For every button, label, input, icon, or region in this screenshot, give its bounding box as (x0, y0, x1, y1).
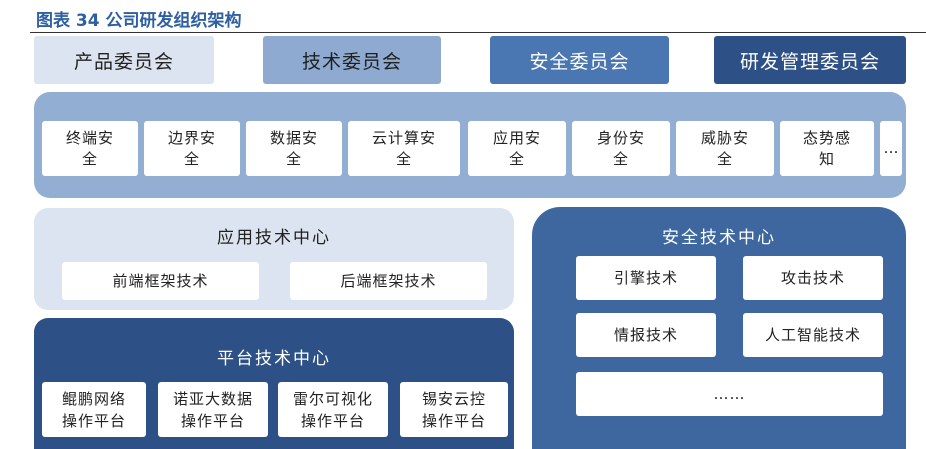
security-committee: 安全委员会 (490, 36, 669, 84)
frontend-framework-box: 前端框架技术 (62, 262, 259, 300)
platform-label: 操作平台 (61, 411, 126, 430)
security-domain-label: 数据安 (269, 128, 318, 147)
engine-tech-box: 引擎技术 (576, 256, 716, 300)
technology-committee: 技术委员会 (263, 36, 441, 84)
figure-caption: 图表 34 公司研发组织架构 (36, 11, 242, 31)
platform-label: 雷尔可视化 (292, 389, 373, 408)
security-tech-center-title: 安全技术中心 (662, 228, 776, 248)
platform-label: 锡安云控 (421, 389, 486, 408)
security-domain-box: 数据安全 (246, 121, 342, 176)
platform-label: 操作平台 (421, 411, 486, 430)
platform-tech-center-title: 平台技术中心 (217, 349, 331, 369)
caption-rule (30, 32, 926, 33)
platform-label: 操作平台 (180, 411, 245, 430)
security-domain-box: 威胁安全 (676, 121, 774, 176)
security-domain-label: 全 (285, 149, 302, 168)
platform-label: 诺亚大数据 (172, 389, 253, 408)
security-domain-label: 全 (183, 149, 200, 168)
security-domain-box: 态势感知 (780, 121, 874, 176)
security-domain-label: 边界安 (167, 128, 216, 147)
security-domain-label: 云计算安 (371, 128, 436, 147)
security-domain-label: 全 (716, 149, 733, 168)
application-tech-center-title: 应用技术中心 (217, 228, 331, 248)
platform-box: 鲲鹏网络操作平台 (42, 382, 146, 437)
security-domain-label: 身份安 (596, 128, 645, 147)
backend-framework-box: 后端框架技术 (290, 262, 487, 300)
security-domain-label: 应用安 (492, 128, 541, 147)
security-domain-box: 应用安全 (468, 121, 566, 176)
intelligence-tech-box: 情报技术 (576, 313, 716, 357)
security-domain-label: 终端安 (65, 128, 114, 147)
platform-box: 锡安云控操作平台 (400, 382, 508, 437)
security-domain-label: 全 (81, 149, 98, 168)
rd-management-committee: 研发管理委员会 (714, 36, 906, 84)
security-domain-box: 身份安全 (572, 121, 670, 176)
security-domain-box: 终端安全 (42, 121, 138, 176)
security-domain-label: 威胁安 (700, 128, 749, 147)
platform-label: 操作平台 (300, 411, 365, 430)
platform-box: 诺亚大数据操作平台 (158, 382, 268, 437)
security-domain-label: 全 (612, 149, 629, 168)
platform-label: 鲲鹏网络 (61, 389, 126, 408)
security-domain-label: 全 (508, 149, 525, 168)
more-ellipsis: … (883, 139, 899, 157)
security-domain-label: 全 (395, 149, 412, 168)
security-domain-label: 态势感 (802, 128, 851, 147)
platform-box: 雷尔可视化操作平台 (278, 382, 388, 437)
security-domain-box: 云计算安全 (348, 121, 460, 176)
ai-tech-box: 人工智能技术 (743, 313, 883, 357)
more-security-tech-box: …… (576, 372, 883, 416)
security-domain-label: 知 (818, 149, 835, 168)
attack-tech-box: 攻击技术 (743, 256, 883, 300)
product-committee: 产品委员会 (34, 36, 214, 84)
more-domains-box: … (880, 121, 902, 176)
security-domain-box: 边界安全 (144, 121, 240, 176)
